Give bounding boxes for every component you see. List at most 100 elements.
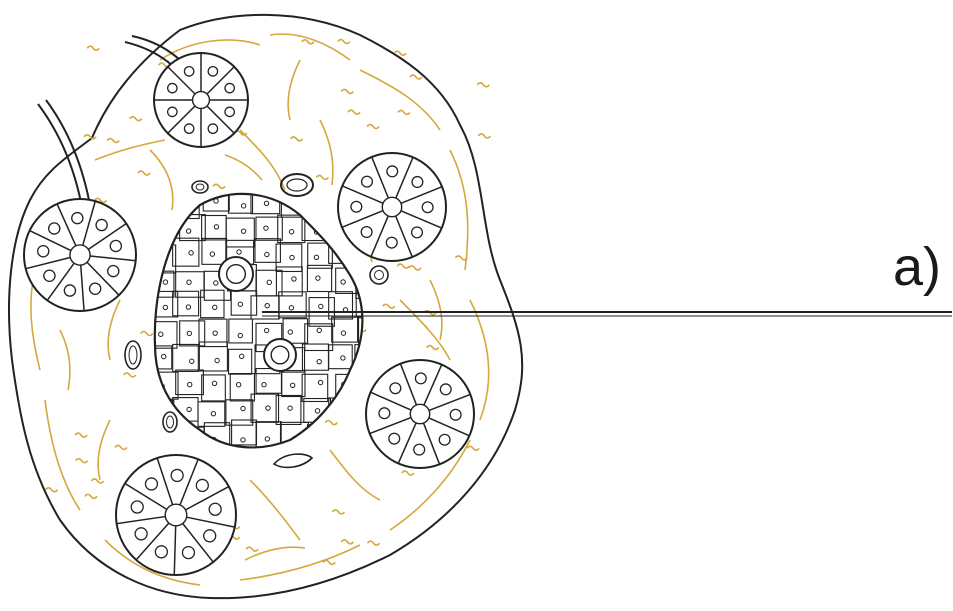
- fibroblast-curl: [367, 125, 379, 129]
- fibroblast-curl: [76, 459, 88, 463]
- fibroblast-curl: [141, 332, 153, 336]
- acinus-lumen: [70, 245, 90, 265]
- blood-vessel: [163, 412, 177, 432]
- collagen-fiber: [330, 450, 380, 500]
- collagen-fiber: [45, 400, 80, 510]
- cell-nucleus: [182, 547, 194, 559]
- cell-nucleus: [44, 270, 55, 281]
- collagen-fiber: [150, 150, 173, 210]
- cell-nucleus: [389, 433, 400, 444]
- collagen-fiber: [288, 60, 300, 120]
- blood-vessel: [370, 266, 388, 284]
- serous-acinus: [24, 199, 136, 311]
- acinus-lumen: [193, 92, 210, 109]
- cell-nucleus: [415, 373, 426, 384]
- collagen-fiber: [245, 547, 305, 560]
- cell-nucleus: [38, 246, 49, 257]
- collagen-fiber: [450, 150, 468, 270]
- islet-cell-nucleus: [214, 459, 218, 463]
- cell-nucleus: [155, 546, 167, 558]
- cell-nucleus: [362, 176, 373, 187]
- islet-cell: [150, 190, 174, 214]
- islet-cell: [147, 400, 173, 427]
- fibroblast-curl: [398, 110, 410, 114]
- islet-cell-nucleus: [162, 228, 166, 232]
- serous-acinus: [338, 153, 446, 261]
- islet-cell-nucleus: [371, 306, 375, 310]
- fibroblast-curl: [410, 75, 422, 79]
- islet-cell-nucleus: [340, 253, 344, 257]
- collagen-fiber: [225, 155, 262, 180]
- fibroblast-curl: [341, 89, 353, 93]
- blood-vessel: [375, 271, 384, 280]
- cell-nucleus: [90, 283, 101, 294]
- fibroblast-curl: [427, 346, 439, 350]
- islet-cell-nucleus: [186, 202, 190, 206]
- acinus-lumen: [382, 197, 401, 216]
- islet-cell-nucleus: [159, 250, 163, 254]
- blood-vessel: [125, 341, 141, 369]
- islet-cell-nucleus: [341, 458, 345, 462]
- islet-cell-nucleus: [266, 463, 270, 467]
- blood-vessel: [192, 181, 208, 193]
- blood-vessel: [129, 346, 137, 364]
- cell-nucleus: [131, 501, 143, 513]
- islet-cell: [307, 425, 330, 453]
- acinus-lumen: [410, 404, 429, 423]
- cell-nucleus: [171, 469, 183, 481]
- fibroblast-curl: [368, 541, 380, 545]
- collagen-fiber: [240, 130, 285, 190]
- islet-cell: [147, 423, 173, 451]
- fibroblast-curl: [467, 446, 479, 450]
- fibroblast-curl: [213, 184, 225, 188]
- cell-nucleus: [225, 83, 234, 92]
- cell-nucleus: [64, 285, 75, 296]
- cell-nucleus: [208, 124, 217, 133]
- cell-nucleus: [422, 202, 433, 213]
- fibroblast-curl: [87, 46, 99, 50]
- islet-cell-nucleus: [160, 410, 164, 414]
- fibroblast-curl: [75, 433, 87, 437]
- fibroblast-curl: [91, 479, 103, 483]
- collagen-fiber: [108, 300, 120, 360]
- islet-cell-nucleus: [160, 201, 164, 205]
- fibroblast-curl: [115, 445, 127, 449]
- cell-nucleus: [412, 177, 423, 188]
- islet-cell: [332, 424, 357, 448]
- islet-cell-nucleus: [369, 328, 373, 332]
- cell-nucleus: [208, 67, 217, 76]
- collagen-fiber: [250, 480, 300, 540]
- fibroblast-curl: [383, 304, 395, 308]
- collagen-fiber: [430, 280, 442, 340]
- islet-cell-nucleus: [316, 200, 320, 204]
- cell-nucleus: [387, 166, 398, 177]
- fibroblast-curl: [478, 134, 490, 138]
- cell-nucleus: [196, 479, 208, 491]
- fibroblast-curl: [348, 110, 360, 114]
- fibroblast-curl: [130, 117, 142, 121]
- fibroblast-curl: [46, 488, 58, 492]
- collagen-fiber: [98, 420, 110, 480]
- cell-nucleus: [439, 434, 450, 445]
- blood-vessel: [287, 179, 307, 191]
- collagen-fiber: [400, 300, 450, 360]
- cell-nucleus: [204, 530, 216, 542]
- cell-nucleus: [72, 213, 83, 224]
- fibroblast-curl: [332, 510, 344, 514]
- cell-nucleus: [209, 503, 221, 515]
- cell-nucleus: [440, 384, 451, 395]
- cell-nucleus: [361, 227, 372, 238]
- islet-cell-nucleus: [188, 434, 192, 438]
- islet-cell-nucleus: [161, 436, 165, 440]
- cell-nucleus: [96, 219, 107, 230]
- fibroblast-curl: [138, 171, 150, 175]
- collagen-fiber: [270, 34, 350, 60]
- islet-cell-nucleus: [342, 433, 346, 437]
- cell-nucleus: [184, 124, 193, 133]
- islet-cell-nucleus: [366, 459, 370, 463]
- cell-nucleus: [168, 83, 177, 92]
- cell-nucleus: [168, 107, 177, 116]
- islet-cell: [329, 451, 358, 480]
- serous-acinus: [116, 455, 236, 575]
